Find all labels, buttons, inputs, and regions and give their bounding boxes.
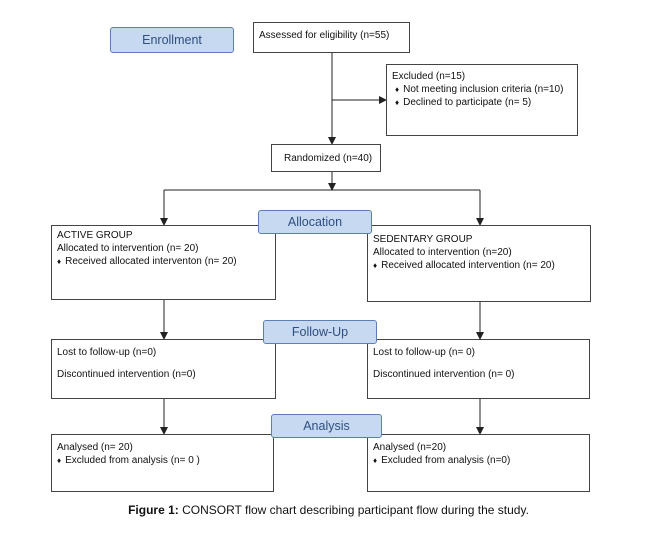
figure-caption: Figure 1: CONSORT flow chart describing … xyxy=(0,503,657,517)
analysis-stage-label: Analysis xyxy=(271,414,382,438)
active-received-text: Received allocated interventon (n= 20) xyxy=(57,255,270,268)
active-lost-text: Lost to follow-up (n=0) xyxy=(57,347,157,358)
excluded-title: Excluded (n=15) xyxy=(392,71,466,82)
active-allocated-text: Allocated to intervention (n= 20) xyxy=(57,243,199,254)
assessed-text: Assessed for eligibility (n=55) xyxy=(259,30,390,41)
randomized-box: Randomized (n=40) xyxy=(271,144,381,172)
sedentary-analysed-text: Analysed (n=20) xyxy=(373,442,447,453)
sedentary-group-title: SEDENTARY GROUP xyxy=(373,234,473,245)
active-group-title: ACTIVE GROUP xyxy=(57,230,133,241)
sedentary-discontinued-text: Discontinued intervention (n= 0) xyxy=(373,369,515,380)
active-allocation-box: ACTIVE GROUP Allocated to intervention (… xyxy=(51,225,276,300)
sedentary-allocated-text: Allocated to intervention (n=20) xyxy=(373,247,512,258)
active-excluded-analysis-text: Excluded from analysis (n= 0 ) xyxy=(57,454,268,467)
excluded-box: Excluded (n=15) Not meeting inclusion cr… xyxy=(386,64,578,136)
figure-caption-label: Figure 1: xyxy=(128,503,179,517)
follow-up-stage-label: Follow-Up xyxy=(263,320,377,344)
sedentary-excluded-analysis-text: Excluded from analysis (n=0) xyxy=(373,454,584,467)
sedentary-lost-text: Lost to follow-up (n= 0) xyxy=(373,347,475,358)
allocation-stage-label: Allocation xyxy=(258,210,372,234)
active-analysis-box: Analysed (n= 20) Excluded from analysis … xyxy=(51,434,274,492)
active-analysed-text: Analysed (n= 20) xyxy=(57,442,133,453)
active-followup-box: Lost to follow-up (n=0) Discontinued int… xyxy=(51,339,276,399)
sedentary-allocation-box: SEDENTARY GROUP Allocated to interventio… xyxy=(367,225,591,302)
excluded-item-inclusion: Not meeting inclusion criteria (n=10) xyxy=(392,83,572,96)
assessed-for-eligibility-box: Assessed for eligibility (n=55) xyxy=(253,22,410,53)
figure-caption-text: CONSORT flow chart describing participan… xyxy=(178,503,529,517)
active-discontinued-text: Discontinued intervention (n=0) xyxy=(57,369,196,380)
sedentary-received-text: Received allocated intervention (n= 20) xyxy=(373,259,585,272)
sedentary-analysis-box: Analysed (n=20) Excluded from analysis (… xyxy=(367,434,590,492)
enrollment-stage-label: Enrollment xyxy=(110,27,234,53)
randomized-text: Randomized (n=40) xyxy=(284,153,373,164)
excluded-item-declined: Declined to participate (n= 5) xyxy=(392,96,572,109)
sedentary-followup-box: Lost to follow-up (n= 0) Discontinued in… xyxy=(367,339,590,399)
